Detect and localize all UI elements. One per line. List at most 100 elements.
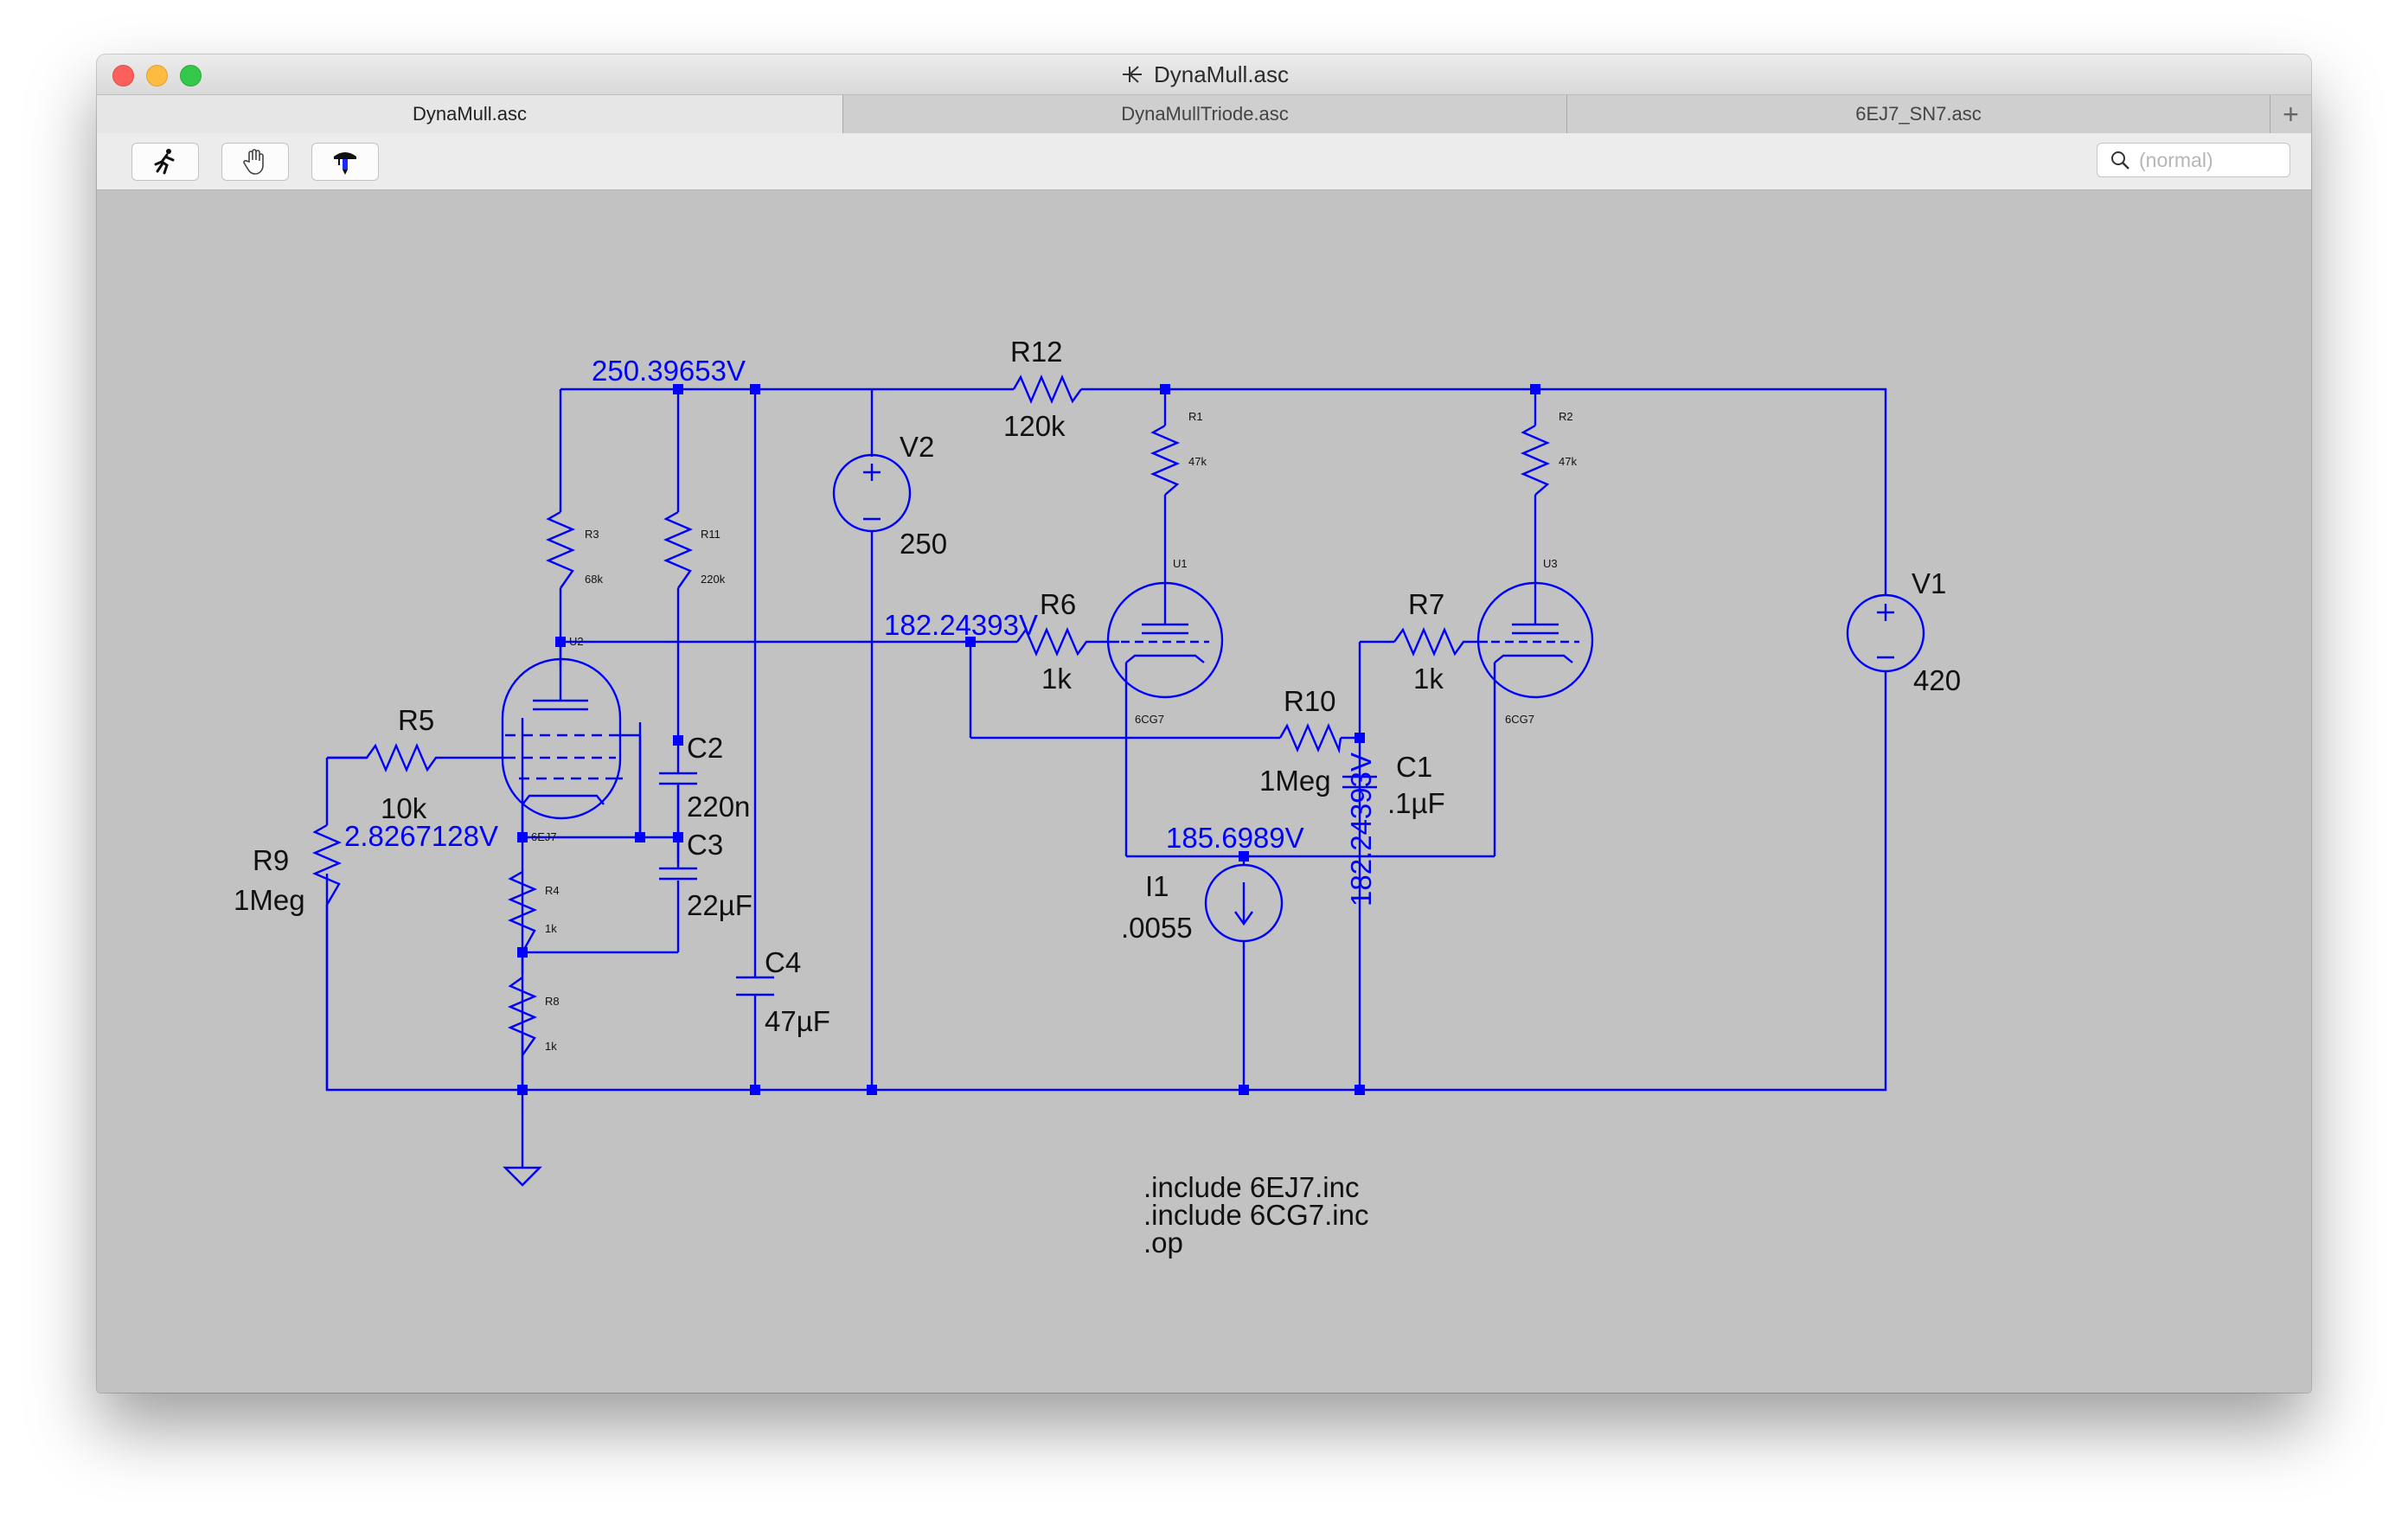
label-U2: U2 — [569, 635, 584, 648]
probe-button[interactable] — [311, 143, 379, 181]
resistor-R7[interactable] — [1393, 626, 1488, 657]
schematic-drawing[interactable]: R12 120k V2 250 V1 420 R1 47k R2 47k R3 … — [97, 190, 2311, 1393]
resistor-R11[interactable] — [663, 510, 694, 589]
label-C4: C4 — [765, 946, 801, 978]
resistor-R12[interactable] — [1012, 374, 1082, 405]
label-R8: R8 — [545, 995, 560, 1008]
value-C3: 22µF — [687, 889, 752, 921]
label-R3: R3 — [585, 528, 599, 541]
ground-symbol — [503, 1166, 542, 1187]
directive-include-6cg7: .include 6CG7.inc — [1143, 1199, 1368, 1231]
label-I1: I1 — [1145, 870, 1169, 902]
value-V2: 250 — [900, 528, 947, 560]
directive-include-6ej7: .include 6EJ7.inc — [1143, 1171, 1359, 1203]
add-tab-button[interactable]: + — [2270, 95, 2311, 133]
toolbar — [97, 133, 2311, 190]
tube-U3[interactable] — [1476, 581, 1594, 699]
resistor-R9[interactable] — [311, 823, 343, 906]
voltage-source-V2[interactable] — [832, 453, 912, 533]
capacitor-C1[interactable] — [1342, 775, 1377, 789]
capacitor-C3[interactable] — [659, 867, 697, 881]
resistor-R3[interactable] — [545, 510, 576, 589]
resistor-R4[interactable] — [507, 870, 538, 953]
junction-nodes — [517, 384, 1540, 1095]
tube-U1[interactable] — [1106, 581, 1224, 699]
model-U3: 6CG7 — [1505, 713, 1534, 726]
capacitor-C2[interactable] — [659, 772, 697, 785]
label-C3: C3 — [687, 829, 723, 861]
label-R12: R12 — [1010, 336, 1063, 368]
value-R2: 47k — [1559, 455, 1577, 468]
value-R10: 1Meg — [1259, 765, 1331, 797]
tab-label: DynaMullTriode.asc — [1121, 103, 1289, 125]
value-R8: 1k — [545, 1040, 557, 1053]
label-R1: R1 — [1188, 410, 1203, 423]
title-group: DynaMull.asc — [1119, 61, 1289, 88]
resistor-R6[interactable] — [1016, 626, 1119, 657]
label-V1: V1 — [1912, 567, 1946, 599]
value-R5: 10k — [381, 792, 427, 824]
value-C4: 47µF — [765, 1005, 830, 1037]
label-C2: C2 — [687, 732, 723, 764]
value-R11: 220k — [701, 573, 726, 586]
value-C2: 220n — [687, 791, 750, 823]
voltage-cathode-node: 2.8267128V — [344, 820, 498, 852]
value-R3: 68k — [585, 573, 603, 586]
label-R9: R9 — [253, 844, 289, 876]
resistor-R10[interactable] — [1278, 722, 1342, 754]
label-R6: R6 — [1040, 588, 1076, 620]
resistor-R8[interactable] — [507, 977, 538, 1056]
resistor-R2[interactable] — [1520, 424, 1551, 496]
label-R2: R2 — [1559, 410, 1573, 423]
model-U2: 6EJ7 — [531, 830, 557, 843]
halt-button[interactable] — [221, 143, 289, 181]
voltage-grid-node: 182.24393V — [884, 609, 1038, 641]
tab-dynamulltriode[interactable]: DynaMullTriode.asc — [843, 95, 1567, 133]
voltage-top-rail: 250.39653V — [592, 355, 746, 387]
zoom-window-button[interactable] — [180, 65, 202, 86]
tab-6ej7-sn7[interactable]: 6EJ7_SN7.asc — [1567, 95, 2270, 133]
schematic-canvas[interactable]: R12 120k V2 250 V1 420 R1 47k R2 47k R3 … — [97, 190, 2311, 1393]
app-window: DynaMull.asc DynaMull.asc DynaMullTriode… — [97, 54, 2311, 1393]
value-R12: 120k — [1003, 410, 1066, 442]
voltage-source-V1[interactable] — [1846, 593, 1925, 673]
label-R11: R11 — [701, 528, 720, 541]
label-U1: U1 — [1173, 557, 1188, 570]
voltage-vertical-node: 182.24393V — [1345, 753, 1377, 906]
label-R4: R4 — [545, 884, 560, 897]
value-R4: 1k — [545, 922, 557, 935]
plus-icon: + — [2283, 98, 2299, 130]
value-R6: 1k — [1041, 663, 1072, 695]
value-I1: .0055 — [1121, 912, 1193, 944]
label-U3: U3 — [1543, 557, 1558, 570]
schematic-file-icon — [1122, 66, 1142, 83]
tab-label: 6EJ7_SN7.asc — [1855, 103, 1982, 125]
close-window-button[interactable] — [112, 65, 134, 86]
label-C1: C1 — [1396, 751, 1432, 783]
resistor-R1[interactable] — [1150, 424, 1181, 496]
run-icon — [154, 149, 175, 175]
title-bar: DynaMull.asc — [97, 54, 2311, 94]
value-V1: 420 — [1913, 664, 1961, 696]
search-field[interactable] — [2097, 143, 2290, 177]
tube-U2[interactable] — [501, 642, 642, 837]
value-C1: .1µF — [1387, 787, 1445, 819]
probe-icon — [334, 152, 356, 175]
label-R7: R7 — [1408, 588, 1444, 620]
value-R9: 1Meg — [234, 884, 305, 916]
label-R5: R5 — [398, 704, 434, 736]
window-title: DynaMull.asc — [1153, 61, 1290, 87]
run-button[interactable] — [131, 143, 199, 181]
search-input[interactable] — [2137, 147, 2288, 173]
resistor-R5[interactable] — [327, 742, 505, 773]
label-R10: R10 — [1284, 685, 1336, 717]
current-source-I1[interactable] — [1204, 863, 1284, 943]
value-R1: 47k — [1188, 455, 1207, 468]
minimize-window-button[interactable] — [146, 65, 168, 86]
tab-dynamull[interactable]: DynaMull.asc — [97, 95, 843, 133]
tab-label: DynaMull.asc — [412, 103, 528, 125]
directive-op: .op — [1143, 1227, 1183, 1259]
voltage-tail-node: 185.6989V — [1166, 822, 1304, 854]
label-V2: V2 — [900, 431, 934, 463]
capacitor-C4[interactable] — [736, 976, 774, 996]
